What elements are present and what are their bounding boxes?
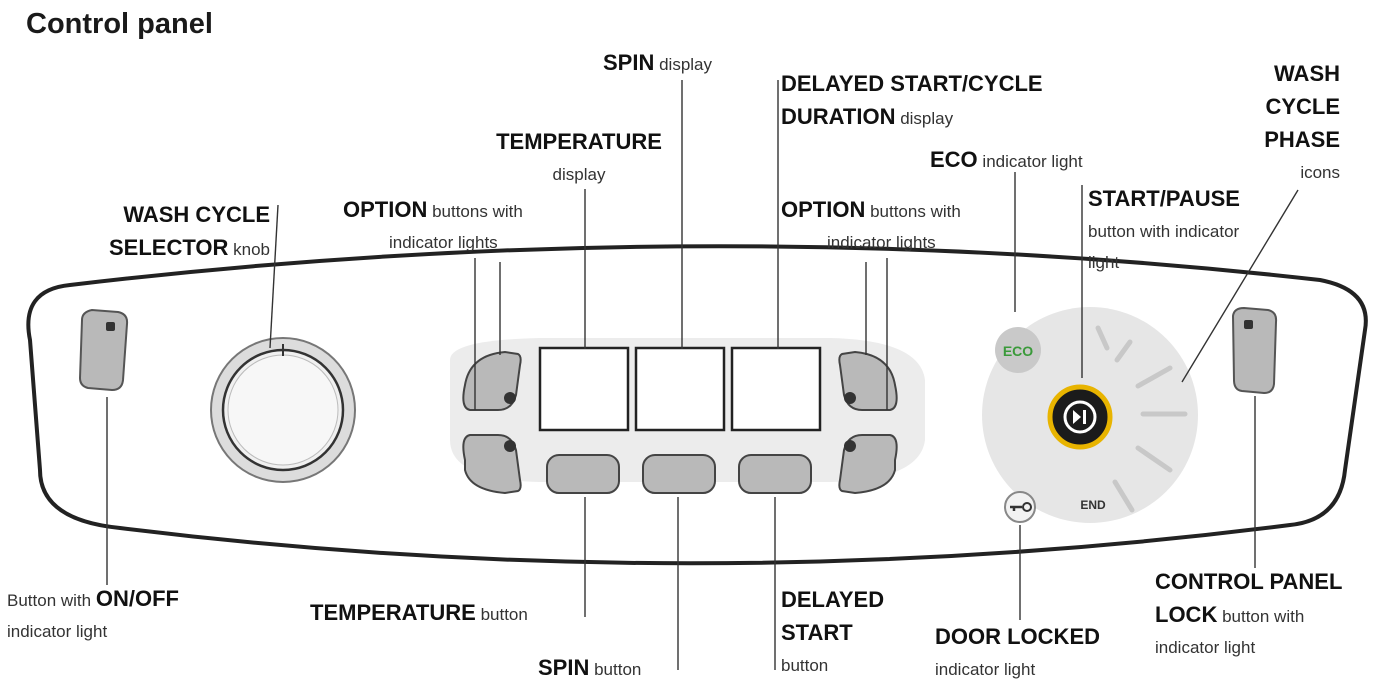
label-delayed-display: DELAYED START/CYCLE DURATION display bbox=[781, 71, 1043, 129]
eco-light-text: ECO bbox=[1003, 343, 1033, 359]
label-door-locked: DOOR LOCKED indicator light bbox=[935, 624, 1100, 679]
delayed-start-display bbox=[730, 346, 822, 432]
eco-indicator-light bbox=[995, 327, 1041, 373]
page-title: Control panel bbox=[26, 8, 213, 40]
temperature-display bbox=[538, 346, 630, 432]
end-label: END bbox=[1080, 498, 1106, 512]
spin-display bbox=[634, 346, 726, 432]
leader-lines bbox=[106, 80, 1299, 670]
phase-icon-5 bbox=[1135, 445, 1173, 473]
temperature-button[interactable] bbox=[546, 454, 620, 494]
option-right-top-indicator bbox=[844, 392, 856, 404]
wash-phase-icons bbox=[1095, 325, 1188, 513]
wash-cycle-selector-knob[interactable] bbox=[210, 337, 356, 483]
control-lock-indicator-light bbox=[1244, 320, 1253, 329]
spin-button[interactable] bbox=[642, 454, 716, 494]
on-off-button[interactable] bbox=[78, 308, 129, 392]
label-temperature-button: TEMPERATURE button bbox=[310, 600, 528, 625]
option-left-top-indicator bbox=[504, 392, 516, 404]
on-off-indicator-light bbox=[106, 322, 115, 331]
label-option-buttons-right: OPTION buttons with indicator lights bbox=[781, 197, 961, 252]
control-lock-button[interactable] bbox=[1231, 306, 1278, 395]
key-icon bbox=[1010, 505, 1022, 511]
option-right-bottom-indicator bbox=[844, 440, 856, 452]
option-left-bottom-indicator bbox=[504, 440, 516, 452]
label-option-buttons-left: OPTION buttons with indicator lights bbox=[343, 197, 523, 252]
play-pause-icon bbox=[1073, 410, 1081, 424]
label-on-off: Button with ON/OFF indicator light bbox=[7, 586, 179, 641]
label-eco-light: ECO indicator light bbox=[930, 147, 1083, 172]
label-wash-cycle-selector: WASH CYCLE SELECTOR knob bbox=[109, 202, 270, 260]
label-delayed-start-button: DELAYED START button bbox=[781, 587, 885, 675]
label-control-panel-lock: CONTROL PANEL LOCK button with indicator… bbox=[1155, 569, 1343, 657]
phase-icon-3 bbox=[1135, 365, 1173, 389]
phase-icon-1 bbox=[1095, 325, 1110, 351]
phase-icon-6 bbox=[1112, 479, 1135, 513]
start-pause-button[interactable] bbox=[1047, 384, 1113, 450]
door-locked-indicator-light bbox=[1004, 491, 1036, 523]
label-temperature-display: TEMPERATURE display bbox=[496, 129, 662, 184]
label-spin-button: SPIN button bbox=[538, 655, 642, 680]
label-wash-cycle-phase: WASH CYCLE PHASE icons bbox=[1264, 61, 1340, 182]
phase-icon-2 bbox=[1114, 339, 1133, 363]
label-spin-display: SPIN display bbox=[603, 50, 713, 75]
label-start-pause: START/PAUSE button with indicator light bbox=[1088, 186, 1240, 272]
delayed-start-button[interactable] bbox=[738, 454, 812, 494]
